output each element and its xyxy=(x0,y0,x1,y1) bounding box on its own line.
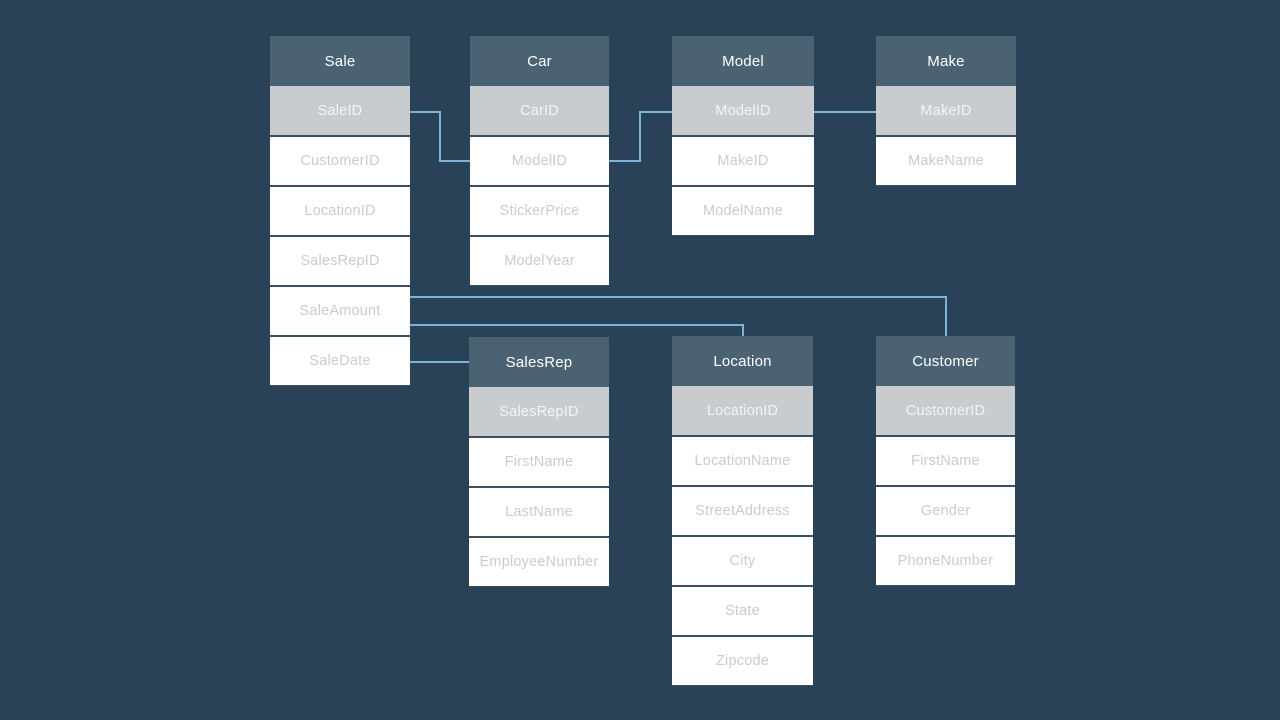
primary-key-row-customerid[interactable]: CustomerID xyxy=(876,386,1015,436)
attribute-row-zipcode[interactable]: Zipcode xyxy=(672,636,813,686)
attribute-row-stickerprice[interactable]: StickerPrice xyxy=(470,186,609,236)
attribute-row-firstname[interactable]: FirstName xyxy=(469,437,609,487)
attribute-row-modelid[interactable]: ModelID xyxy=(470,136,609,186)
entity-title-location: Location xyxy=(672,336,813,386)
attribute-row-employeenumber[interactable]: EmployeeNumber xyxy=(469,537,609,587)
attribute-row-firstname[interactable]: FirstName xyxy=(876,436,1015,486)
attribute-row-streetaddress[interactable]: StreetAddress xyxy=(672,486,813,536)
relationship-sale-to-location xyxy=(410,324,744,336)
attribute-row-locationid[interactable]: LocationID xyxy=(270,186,410,236)
attribute-row-locationname[interactable]: LocationName xyxy=(672,436,813,486)
entity-title-make: Make xyxy=(876,36,1016,86)
entity-title-model: Model xyxy=(672,36,814,86)
attribute-row-saledate[interactable]: SaleDate xyxy=(270,336,410,386)
attribute-row-modelyear[interactable]: ModelYear xyxy=(470,236,609,286)
primary-key-row-carid[interactable]: CarID xyxy=(470,86,609,136)
entity-title-sale: Sale xyxy=(270,36,410,86)
relationship-sale-to-car xyxy=(410,111,470,162)
primary-key-row-makeid[interactable]: MakeID xyxy=(876,86,1016,136)
relationship-sale-to-customer xyxy=(410,296,947,336)
attribute-row-phonenumber[interactable]: PhoneNumber xyxy=(876,536,1015,586)
primary-key-row-modelid[interactable]: ModelID xyxy=(672,86,814,136)
attribute-row-saleamount[interactable]: SaleAmount xyxy=(270,286,410,336)
primary-key-row-saleid[interactable]: SaleID xyxy=(270,86,410,136)
attribute-row-modelname[interactable]: ModelName xyxy=(672,186,814,236)
attribute-row-gender[interactable]: Gender xyxy=(876,486,1015,536)
attribute-row-city[interactable]: City xyxy=(672,536,813,586)
attribute-row-salesrepid[interactable]: SalesRepID xyxy=(270,236,410,286)
attribute-row-customerid[interactable]: CustomerID xyxy=(270,136,410,186)
entity-title-salesrep: SalesRep xyxy=(469,337,609,387)
entity-title-customer: Customer xyxy=(876,336,1015,386)
entity-title-car: Car xyxy=(470,36,609,86)
attribute-row-lastname[interactable]: LastName xyxy=(469,487,609,537)
attribute-row-makename[interactable]: MakeName xyxy=(876,136,1016,186)
relationship-car-to-model xyxy=(609,111,672,162)
attribute-row-state[interactable]: State xyxy=(672,586,813,636)
primary-key-row-salesrepid[interactable]: SalesRepID xyxy=(469,387,609,437)
primary-key-row-locationid[interactable]: LocationID xyxy=(672,386,813,436)
attribute-row-makeid[interactable]: MakeID xyxy=(672,136,814,186)
